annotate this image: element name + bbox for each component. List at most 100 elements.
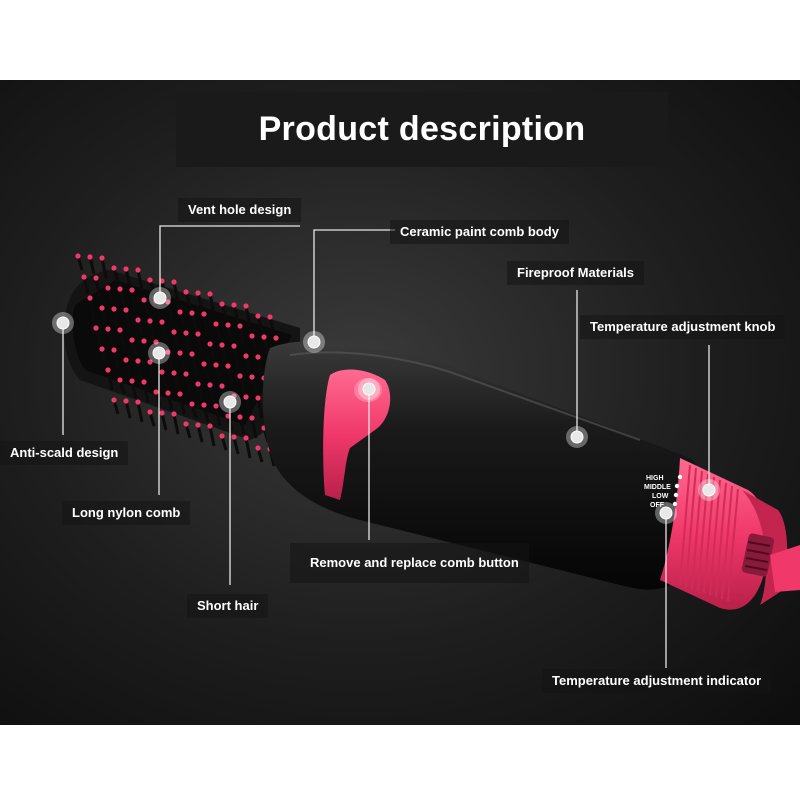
bristle-tip	[255, 313, 261, 319]
bristle	[166, 392, 174, 411]
bristle-tip	[99, 255, 105, 261]
bristle	[124, 400, 132, 419]
bristle-tip	[219, 301, 225, 307]
knob-ridge	[709, 479, 721, 596]
bristle-tip	[123, 307, 129, 313]
bristle	[190, 353, 198, 375]
bristle-tip	[267, 314, 273, 320]
bristle	[118, 288, 126, 307]
bristle-tip	[243, 353, 249, 359]
product-image-panel: HIGH MIDDLE LOW OFF Product description …	[0, 80, 800, 725]
bristle-tip	[189, 310, 195, 316]
label-remove-button: Remove and replace comb button	[290, 543, 529, 583]
bristle	[196, 292, 204, 311]
bristle-tip	[255, 395, 261, 401]
bristle-tip	[213, 362, 219, 368]
bristle-tip	[129, 287, 135, 293]
bristle	[154, 300, 162, 319]
bristle-tip	[105, 326, 111, 332]
hair-dryer-brush-illustration: HIGH MIDDLE LOW OFF	[52, 225, 800, 668]
bristle-tip	[171, 370, 177, 376]
bristle-tip	[123, 398, 129, 404]
knob-ridge	[721, 485, 733, 600]
bristle	[88, 297, 96, 319]
label-temperature-knob: Temperature adjustment knob	[580, 315, 786, 339]
bristle-tip	[249, 415, 255, 421]
title-banner: Product description	[176, 92, 668, 167]
bristle	[124, 309, 132, 331]
bristle	[172, 281, 180, 303]
label-long-nylon: Long nylon comb	[62, 501, 191, 525]
bristle	[160, 412, 168, 431]
bristle	[106, 369, 114, 391]
bristle-tip	[189, 401, 195, 407]
bristle	[100, 257, 108, 279]
bristle	[184, 332, 192, 351]
bristle	[202, 404, 210, 423]
indicator-middle: MIDDLE	[644, 484, 671, 491]
bristle	[232, 345, 240, 367]
bristle-tip	[183, 330, 189, 336]
bristle-tip	[231, 302, 237, 308]
bristle	[130, 380, 138, 399]
bristle-tip	[99, 305, 105, 311]
bristle-tip	[195, 422, 201, 428]
label-anti-scald: Anti-scald design	[0, 441, 129, 465]
bristle-tip	[159, 278, 165, 284]
bristle-tip	[195, 290, 201, 296]
bristle-tip	[165, 390, 171, 396]
bristle-tip	[135, 358, 141, 364]
indicator-low: LOW	[652, 493, 669, 500]
bristle-tip	[207, 341, 213, 347]
bristle-tip	[177, 391, 183, 397]
bristle	[208, 384, 216, 403]
bristle-tip	[141, 379, 147, 385]
bristle-tip	[129, 378, 135, 384]
bristle	[232, 304, 240, 323]
bristle-tip	[147, 409, 153, 415]
bristle	[136, 269, 144, 291]
bristle	[88, 256, 96, 275]
bristle-tip	[141, 297, 147, 303]
bristle-tip	[165, 299, 171, 305]
bristle-tip	[171, 411, 177, 417]
callout-marker	[307, 335, 321, 349]
callout-marker	[152, 346, 166, 360]
bristle	[244, 396, 252, 415]
knob-ridge	[703, 476, 715, 594]
bristle-tip	[75, 253, 81, 259]
bristle-tip	[225, 413, 231, 419]
bristle-tip	[171, 329, 177, 335]
bristle-tip	[207, 382, 213, 388]
bristle	[172, 372, 180, 391]
bristle-tip	[153, 389, 159, 395]
bristle-tip	[189, 351, 195, 357]
bristle-tip	[219, 433, 225, 439]
bristle	[244, 437, 252, 459]
bristle	[130, 289, 138, 311]
indicator-high: HIGH	[646, 475, 664, 482]
bristle-tip	[105, 285, 111, 291]
bristle-tip	[159, 410, 165, 416]
bristle-tip	[177, 350, 183, 356]
bristle-tip	[249, 333, 255, 339]
bristle-tip	[219, 342, 225, 348]
label-vent-hole: Vent hole design	[178, 198, 302, 222]
air-vent-grille	[741, 533, 775, 577]
knob-ridge	[727, 488, 739, 602]
bristle-tip	[147, 318, 153, 324]
bristle-tip	[135, 399, 141, 405]
bristle	[226, 365, 234, 387]
bristle	[256, 397, 264, 419]
callout-marker	[153, 291, 167, 305]
bristle	[250, 376, 258, 395]
bristle	[106, 328, 114, 347]
bristle-tip	[111, 347, 117, 353]
bristle-tip	[93, 275, 99, 281]
bristle	[268, 316, 276, 335]
bristle-tip	[117, 327, 123, 333]
bristle-tip	[237, 373, 243, 379]
bristle	[166, 301, 174, 323]
bristle-tip	[177, 309, 183, 315]
temperature-knob	[660, 458, 800, 610]
